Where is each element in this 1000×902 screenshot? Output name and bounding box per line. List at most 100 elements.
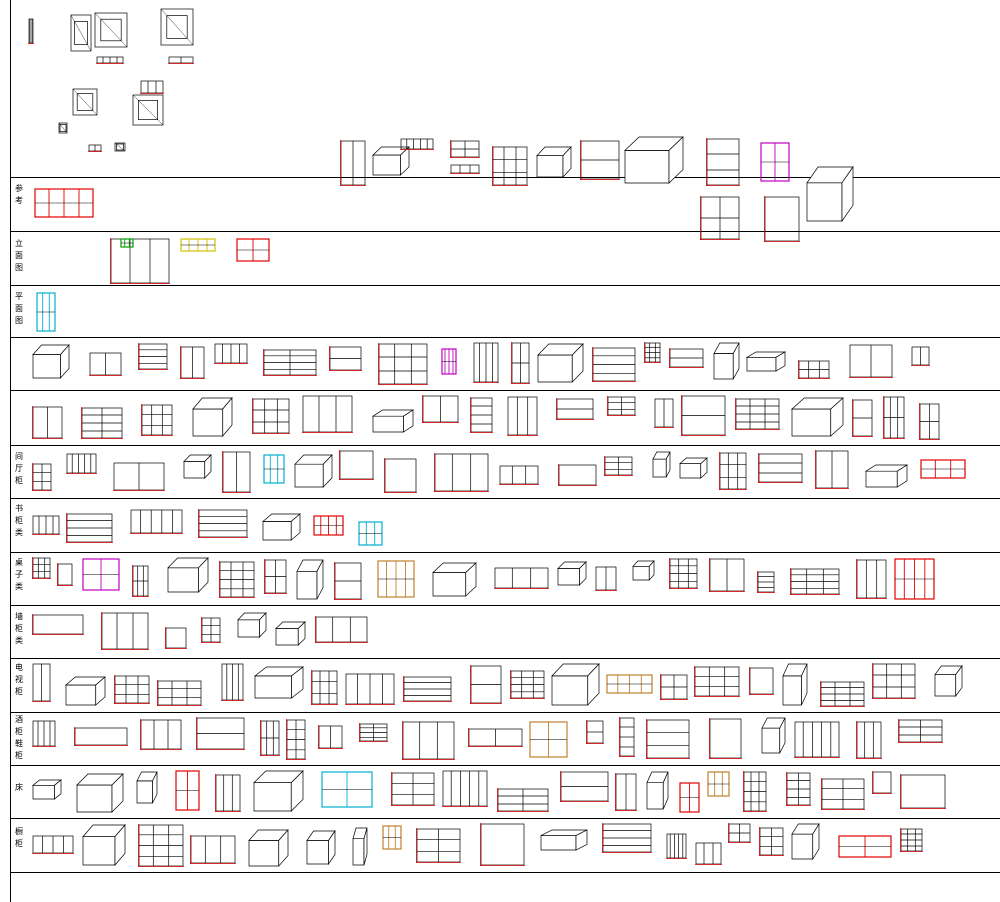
furniture-drawing — [694, 666, 740, 697]
furniture-drawing — [794, 721, 840, 758]
furniture-drawing — [252, 398, 290, 434]
furniture-drawing — [883, 396, 905, 439]
row-separator-line — [10, 445, 1000, 446]
furniture-drawing — [66, 453, 97, 474]
row-separator-line — [10, 498, 1000, 499]
furniture-drawing — [340, 140, 366, 186]
furniture-drawing — [761, 717, 786, 754]
furniture-drawing — [160, 8, 194, 46]
furniture-drawing — [302, 395, 353, 433]
furniture-drawing — [32, 663, 51, 702]
furniture-drawing — [57, 563, 73, 586]
furniture-drawing — [196, 717, 245, 750]
furniture-drawing — [318, 725, 343, 749]
furniture-drawing — [666, 833, 687, 859]
furniture-drawing — [580, 140, 620, 180]
furniture-drawing — [758, 453, 803, 483]
furniture-drawing — [260, 720, 280, 756]
furniture-drawing — [313, 515, 344, 536]
furniture-drawing — [262, 513, 301, 541]
furniture-drawing — [646, 719, 690, 759]
furniture-drawing — [852, 399, 873, 437]
furniture-drawing — [236, 238, 270, 262]
furniture-drawing — [646, 771, 669, 810]
furniture-drawing — [786, 772, 811, 806]
furniture-drawing — [782, 663, 808, 706]
row-separator-line — [10, 765, 1000, 766]
furniture-drawing — [32, 406, 63, 439]
row-separator-line — [10, 177, 1000, 178]
furniture-drawing — [168, 56, 194, 64]
furniture-drawing — [669, 348, 704, 368]
furniture-drawing — [72, 88, 98, 116]
furniture-drawing — [82, 558, 120, 591]
furniture-drawing — [76, 773, 124, 813]
furniture-drawing — [679, 457, 708, 479]
furniture-drawing — [919, 403, 940, 440]
furniture-drawing — [669, 558, 698, 589]
furniture-drawing — [96, 56, 124, 64]
row-label-r8: 桌 子 类 — [15, 558, 23, 591]
furniture-drawing — [32, 614, 84, 635]
furniture-drawing — [141, 404, 173, 436]
furniture-drawing — [537, 343, 584, 383]
furniture-drawing — [94, 12, 128, 48]
furniture-drawing — [345, 673, 395, 705]
row-separator-line — [10, 231, 1000, 232]
furniture-drawing — [560, 771, 609, 802]
furniture-drawing — [165, 627, 187, 649]
furniture-drawing — [321, 771, 373, 808]
row-label-r9: 墙 柜 类 — [15, 612, 23, 645]
furniture-drawing — [619, 717, 635, 757]
furniture-drawing — [382, 825, 402, 850]
row-label-r2: 立 面 图 — [15, 239, 23, 272]
furniture-drawing — [432, 562, 477, 597]
furniture-drawing — [856, 721, 882, 759]
furniture-drawing — [89, 352, 122, 376]
furniture-drawing — [707, 771, 730, 797]
furniture-drawing — [898, 719, 943, 743]
furniture-drawing — [384, 458, 417, 493]
furniture-drawing — [32, 344, 70, 379]
furniture-drawing — [130, 509, 183, 534]
furniture-drawing — [790, 568, 840, 595]
furniture-drawing — [695, 842, 722, 865]
furniture-drawing — [219, 561, 255, 598]
furniture-drawing — [352, 827, 368, 866]
furniture-drawing — [442, 770, 488, 807]
furniture-drawing — [507, 396, 538, 436]
furniture-drawing — [934, 665, 963, 697]
furniture-drawing — [865, 464, 908, 488]
furniture-drawing — [900, 774, 946, 809]
furniture-drawing — [372, 146, 410, 176]
furniture-drawing — [624, 136, 684, 184]
furniture-drawing — [450, 140, 480, 158]
furniture-drawing — [403, 676, 452, 702]
furniture-drawing — [654, 398, 674, 428]
furniture-drawing — [470, 665, 502, 704]
furniture-drawing — [894, 558, 935, 600]
furniture-drawing — [263, 454, 285, 484]
furniture-drawing — [132, 94, 164, 126]
row-label-r7: 书 柜 类 — [15, 504, 23, 537]
furniture-drawing — [221, 663, 244, 701]
furniture-drawing — [215, 774, 241, 812]
furniture-drawing — [32, 835, 74, 854]
furniture-drawing — [132, 565, 149, 597]
furniture-drawing — [709, 718, 742, 759]
furniture-drawing — [607, 396, 636, 416]
row-label-r11: 酒 柜 鞋 柜 — [15, 715, 23, 760]
furniture-drawing — [900, 828, 923, 852]
furniture-drawing — [28, 18, 34, 44]
furniture-drawing — [201, 617, 221, 643]
furniture-drawing — [167, 557, 209, 593]
furniture-drawing — [468, 728, 523, 747]
furniture-drawing — [101, 612, 149, 650]
furniture-drawing — [114, 675, 150, 704]
furniture-drawing — [180, 238, 216, 252]
row-separator-line — [10, 552, 1000, 553]
furniture-drawing — [82, 824, 126, 866]
row-separator-line — [10, 872, 1000, 873]
furniture-drawing — [480, 823, 525, 866]
